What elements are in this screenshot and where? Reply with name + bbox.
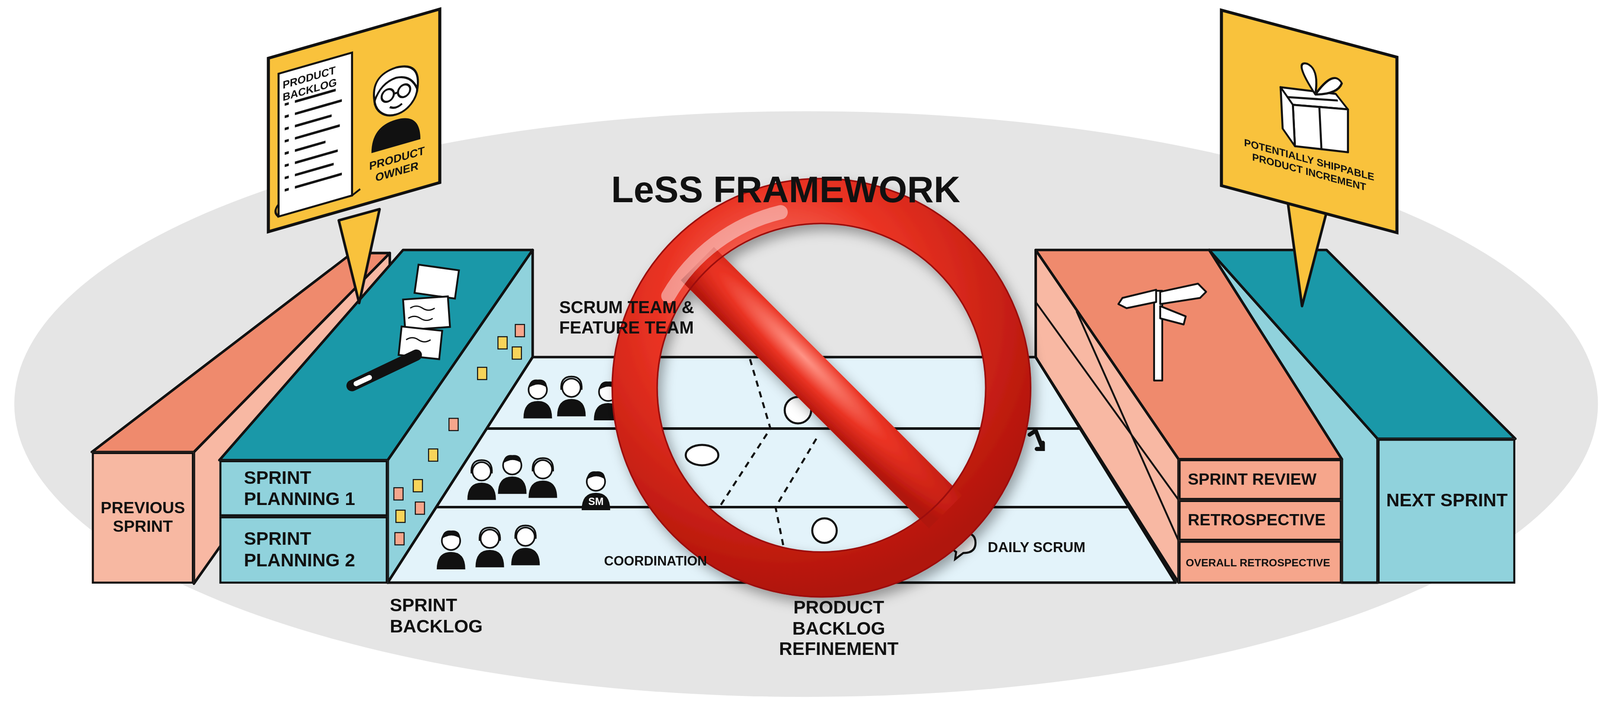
prohibition-sign (612, 178, 1031, 597)
diagram-title: LeSS FRAMEWORK (571, 168, 1001, 211)
block-face: RETROSPECTIVE (1178, 499, 1343, 541)
sticky-notes (497, 336, 507, 349)
node-text: PRODUCT OWNER (360, 141, 434, 188)
sticky-notes (477, 367, 487, 380)
sticky-notes (395, 510, 405, 523)
node-text: SPRINT REVIEW (1187, 470, 1341, 490)
team-members (581, 471, 611, 511)
team-members (511, 525, 540, 566)
product-owner-callout (275, 181, 361, 218)
prohibition-sign (680, 247, 962, 529)
planning-papers (356, 377, 370, 384)
increment-callout (1301, 62, 1342, 102)
team-members (497, 454, 527, 494)
team-members (523, 379, 553, 419)
increment-callout (1286, 86, 1338, 154)
increment-callout (1280, 56, 1349, 161)
product-owner-callout (373, 61, 418, 102)
block-face: SPRINT REVIEW (1178, 459, 1343, 500)
signpost-icon (1118, 289, 1156, 309)
node-text: NEXT SPRINT (1379, 489, 1515, 512)
event-label: DAILY SCRUM (987, 538, 1121, 556)
sticky-notes (515, 324, 525, 337)
prohibition-sign (634, 200, 1009, 575)
product-owner-callout (268, 9, 440, 232)
block-face: PREVIOUS SPRINT (92, 451, 195, 584)
planning-papers (352, 264, 459, 386)
product-owner-callout (268, 9, 440, 232)
team-members (436, 376, 623, 570)
role-tag: SM (583, 496, 609, 508)
node-text: POTENTIALLY SHIPPABLE PRODUCT INCREMENT (1227, 132, 1391, 200)
prohibition-sign (657, 223, 986, 553)
callout-box: PRODUCT BACKLOG (278, 52, 353, 217)
signpost-icon (1160, 283, 1206, 305)
review-retrospective-block (1035, 250, 1342, 583)
node-text: SPRINT PLANNING 2 (243, 528, 387, 571)
sticky-notes (428, 448, 438, 462)
signpost-icon (1160, 306, 1186, 325)
planning-papers (406, 306, 435, 343)
product-owner-callout (389, 91, 402, 109)
planning-papers (403, 296, 451, 331)
callout-pointer (338, 209, 380, 303)
lane-label: COORDINATION (604, 554, 748, 570)
increment-callout (1221, 10, 1397, 233)
sticky-notes (413, 479, 423, 492)
block-face: SPRINT PLANNING 1 (219, 460, 389, 517)
sprint-board (435, 505, 1128, 509)
sticky-notes (394, 487, 404, 500)
callout-pointer (1287, 202, 1327, 307)
team-heading: SCRUM TEAM & FEATURE TEAM (559, 298, 738, 338)
callout-box: POTENTIALLY SHIPPABLE PRODUCT INCREMENT (1221, 10, 1397, 233)
block-face: OVERALL RETROSPECTIVE (1178, 540, 1343, 584)
node-text: PRODUCT BACKLOG (282, 59, 350, 104)
team-members (475, 527, 505, 568)
node-text: RETROSPECTIVE (1187, 511, 1341, 530)
lane-icons (1029, 430, 1044, 450)
product-owner-callout (284, 88, 342, 191)
planning-papers (352, 355, 417, 386)
block-face: NEXT SPRINT (1377, 438, 1516, 584)
team-members (467, 460, 497, 500)
team-members (556, 376, 586, 417)
team-members (528, 458, 557, 499)
product-owner-callout (397, 82, 411, 99)
sticky-notes (512, 346, 522, 360)
planning-papers (414, 264, 459, 300)
sticky-notes (394, 532, 404, 545)
node-text: PREVIOUS SPRINT (93, 499, 192, 537)
node-text: OVERALL RETROSPECTIVE (1185, 556, 1341, 569)
artifact-label: SPRINT BACKLOG (389, 594, 503, 638)
callout-box: PRODUCT OWNERPRODUCT BACKLOG (268, 9, 440, 232)
lane-icons (685, 445, 719, 466)
product-owner-callout (278, 52, 353, 217)
team-members (436, 530, 466, 570)
block-face: SPRINT PLANNING 2 (219, 516, 389, 584)
prohibition-sign (668, 212, 781, 296)
prohibition-sign (612, 178, 1031, 597)
review-retrospective-block (1035, 250, 1342, 460)
node-text: SPRINT PLANNING 1 (243, 467, 387, 510)
signpost-icon (1118, 283, 1206, 381)
lane-icons (812, 518, 837, 544)
sticky-notes (448, 418, 459, 431)
product-owner-callout (381, 87, 394, 104)
increment-callout (1221, 10, 1397, 233)
sticky-notes (415, 502, 425, 515)
activity-label: PRODUCT BACKLOG REFINEMENT (767, 597, 911, 661)
